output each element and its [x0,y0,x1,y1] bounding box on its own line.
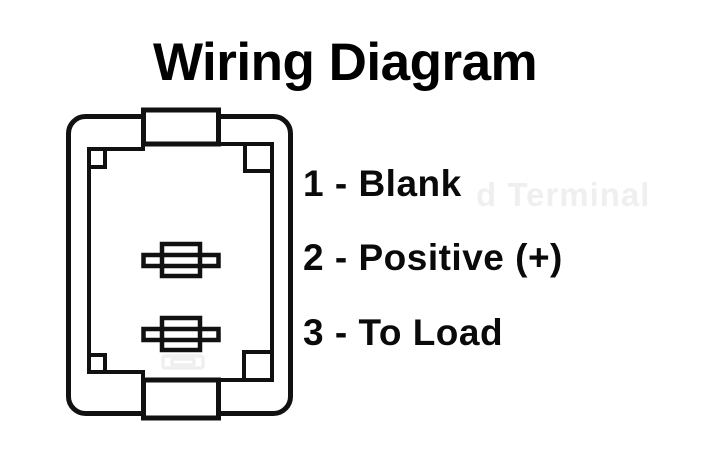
erased-watermark-text: d Terminal [476,176,651,213]
corner-notch-top-left [87,147,107,169]
mounting-tab-bottom [141,377,221,421]
corner-notch-top-right [243,142,274,173]
pin-label-1: 1 - Blank [303,163,462,204]
pin-label-2: 2 - Positive (+) [303,237,563,278]
mounting-tab-top [141,107,221,147]
corner-notch-bottom-left [87,353,107,374]
connector-inner-wall [87,142,274,382]
terminal-pin-3 [141,315,221,353]
page-title: Wiring Diagram [153,33,538,92]
pin-label-3: 3 - To Load [303,312,504,353]
corner-notch-bottom-right [242,350,274,382]
terminal-pin-2 [141,241,221,279]
ghost-terminal-mark [161,354,205,370]
